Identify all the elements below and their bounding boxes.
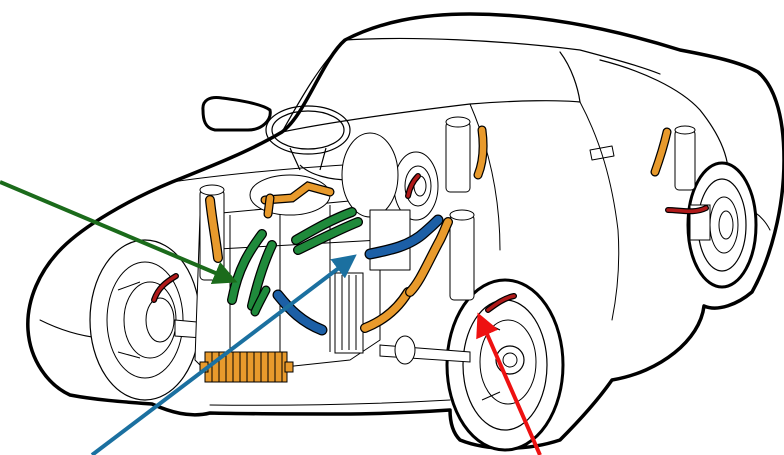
windshield-bottom (282, 101, 580, 132)
steering-wheel (266, 106, 350, 180)
intercooler (335, 273, 363, 353)
roof-inner-line (345, 38, 660, 74)
front-right-wheel (447, 280, 563, 450)
front-left-wheel (90, 240, 200, 400)
radiator-orange (200, 352, 293, 382)
side-skirt (210, 400, 450, 405)
a-pillar (560, 52, 580, 102)
door-line (580, 102, 619, 320)
side-mirror (203, 98, 270, 131)
door-handle (590, 146, 614, 160)
